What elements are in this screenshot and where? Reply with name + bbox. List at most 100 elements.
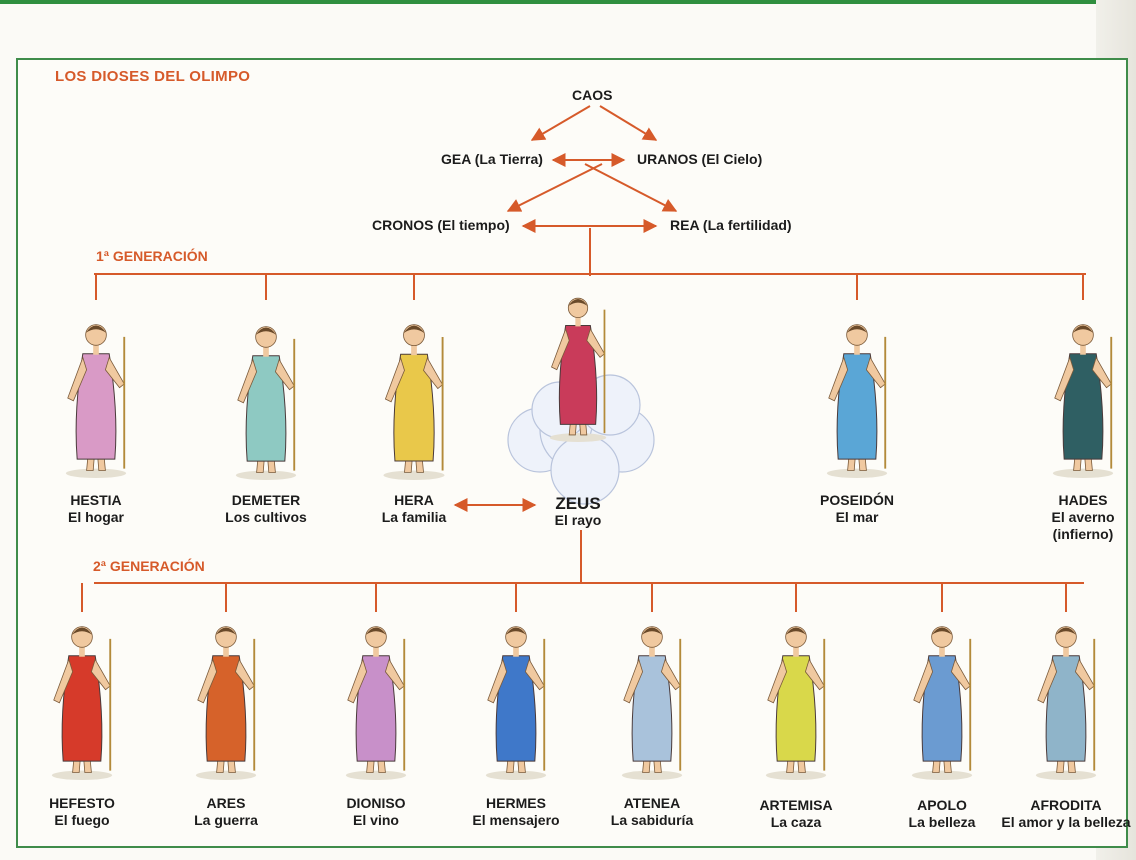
figure-poseidn (826, 324, 888, 479)
figure-ares-neck (223, 643, 229, 657)
figure-hefesto (51, 626, 113, 780)
figure-ares-shadow (195, 770, 257, 780)
figure-ares-hair (215, 627, 237, 636)
figure-afrodita-right-arm (1074, 658, 1095, 691)
figure-apolo-robe (921, 655, 963, 762)
figure-demeter-neck (263, 343, 269, 357)
god-name: HEFESTO (49, 795, 115, 811)
god-name: ATENEA (623, 795, 681, 811)
god-name: ARTEMISA (759, 797, 833, 813)
figure-hera (383, 324, 445, 480)
figure-hades-hair (1072, 325, 1094, 334)
figure-poseidn-robe (836, 353, 878, 460)
figure-hera-right-arm (423, 357, 444, 390)
god-name: AFRODITA (1030, 797, 1102, 813)
figure-zeus (549, 297, 607, 442)
figure-dioniso-right-arm (384, 658, 405, 691)
god-domain: El vino (353, 812, 399, 828)
figure-zeus-robe (558, 325, 598, 425)
figure-hades (1052, 324, 1114, 479)
figure-demeter-right-arm (274, 358, 295, 391)
figure-artemisa-left-arm (767, 658, 788, 704)
figure-atenea-right-arm (660, 658, 681, 691)
figure-dioniso-robe (355, 655, 397, 762)
arrow-to-rea (584, 163, 678, 212)
god-domain: El hogar (67, 509, 125, 525)
god-domain: El fuego (54, 812, 110, 828)
god-name: HERA (394, 492, 434, 508)
god-domain: El amor y la belleza (1001, 814, 1131, 830)
figure-artemisa-neck (793, 643, 799, 657)
god-domain: La guerra (194, 812, 258, 828)
figure-apolo-left-arm (913, 658, 934, 704)
god-name: HERMES (486, 795, 546, 811)
god-domain: El mensajero (472, 812, 560, 828)
node-uranos: URANOS (El Cielo) (637, 151, 763, 167)
god-name: HADES (1058, 492, 1108, 508)
figure-hefesto-neck (79, 643, 85, 657)
figure-ares-right-arm (234, 658, 255, 691)
figure-hestia (65, 324, 127, 479)
figure-apolo (911, 626, 973, 780)
arrow-caos-gea (530, 105, 591, 141)
node-rea: REA (La fertilidad) (670, 217, 792, 233)
figure-demeter-robe (245, 355, 287, 462)
god-name: DIONISO (346, 795, 406, 811)
figure-hefesto-shadow (51, 770, 113, 780)
figure-apolo-right-arm (950, 658, 971, 691)
figure-poseidn-right-arm (865, 356, 886, 389)
figure-hera-left-arm (384, 356, 405, 403)
figure-dioniso-left-arm (347, 658, 368, 704)
figure-hestia-right-arm (104, 356, 125, 389)
figure-artemisa-robe (775, 655, 817, 762)
figure-hera-shadow (383, 470, 445, 480)
figure-demeter-hair (255, 327, 277, 336)
figure-hermes-left-arm (487, 658, 508, 704)
figure-hestia-shadow (65, 468, 127, 479)
top-green-bar (0, 0, 1136, 4)
diagram-title: LOS DIOSES DEL OLIMPO (55, 68, 251, 85)
figure-afrodita-neck (1063, 643, 1069, 657)
god-name: ARES (206, 795, 246, 811)
figure-hades-left-arm (1054, 356, 1075, 402)
god-domain: La belleza (908, 814, 976, 830)
figure-afrodita-robe (1045, 655, 1087, 762)
figure-afrodita (1035, 626, 1097, 780)
god-name: POSEIDÓN (820, 492, 894, 508)
figure-zeus-hair (568, 299, 588, 307)
figure-artemisa (765, 626, 827, 780)
figure-hestia-neck (93, 341, 99, 355)
figure-hestia-left-arm (67, 356, 88, 402)
arrow-caos-uranos (599, 105, 658, 141)
figure-hestia-hair (85, 325, 107, 334)
figure-artemisa-shadow (765, 770, 827, 780)
figure-hestia-robe (75, 353, 117, 460)
god-domain: La sabiduría (610, 812, 694, 828)
figure-atenea-hair (641, 627, 663, 636)
god-name: ZEUS (555, 494, 601, 513)
figure-ares-robe (205, 655, 247, 762)
figure-hera-neck (411, 341, 417, 356)
figure-afrodita-shadow (1035, 770, 1097, 780)
figure-zeus-neck (575, 314, 581, 327)
god-domain: El averno (1051, 509, 1115, 525)
figure-artemisa-right-arm (804, 658, 825, 691)
figure-hefesto-robe (61, 655, 103, 762)
figure-atenea-shadow (621, 770, 683, 780)
figure-hefesto-hair (71, 627, 93, 636)
figure-hades-right-arm (1091, 356, 1112, 389)
figure-poseidn-left-arm (828, 356, 849, 402)
god-domain: Los cultivos (225, 509, 307, 525)
